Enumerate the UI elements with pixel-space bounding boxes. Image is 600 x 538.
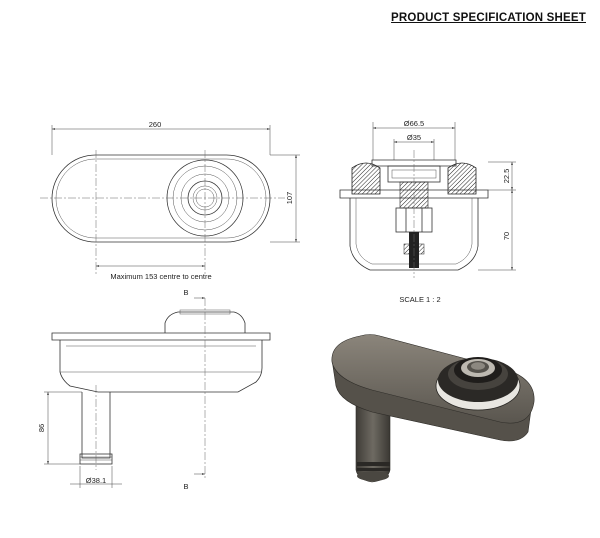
dim-outlet-diameter: Ø38.1 xyxy=(86,476,106,485)
dim-outer-diameter: Ø66.5 xyxy=(404,119,424,128)
side-view xyxy=(44,297,271,488)
dim-overall-length: 260 xyxy=(149,120,162,129)
dim-inner-diameter: Ø35 xyxy=(407,133,421,142)
section-view xyxy=(339,122,516,278)
sheet-title: PRODUCT SPECIFICATION SHEET xyxy=(391,12,586,24)
top-view xyxy=(40,125,300,275)
section-marker-top: B xyxy=(183,288,188,297)
section-marker-bottom: B xyxy=(183,482,188,491)
dim-height-total: 70 xyxy=(502,232,511,240)
product-render xyxy=(331,334,535,483)
scale-label: SCALE 1 : 2 xyxy=(399,295,440,304)
dim-overall-width: 107 xyxy=(285,192,294,205)
dim-height-upper: 22.5 xyxy=(502,169,511,184)
dim-outlet-length: 86 xyxy=(37,424,46,432)
top-view-outline xyxy=(51,154,271,243)
centre-note: Maximum 153 centre to centre xyxy=(110,272,211,281)
